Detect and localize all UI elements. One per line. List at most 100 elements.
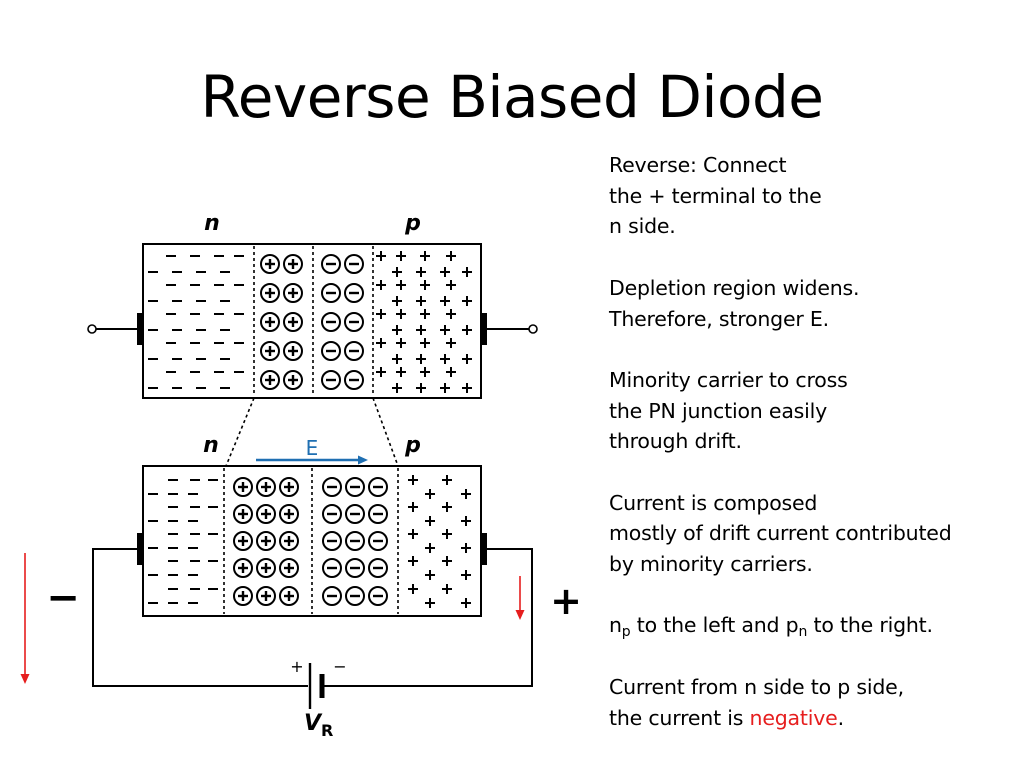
positive-ion — [256, 504, 276, 524]
ion-ring — [256, 586, 276, 606]
ion-ring — [279, 558, 299, 578]
ion-ring — [321, 370, 341, 390]
negative-ion — [321, 312, 341, 332]
top-diode-diagram — [87, 243, 538, 399]
hole — [425, 516, 435, 526]
hole — [425, 598, 435, 608]
hole — [461, 543, 471, 553]
negative-ion — [368, 531, 388, 551]
hole — [446, 280, 456, 290]
hole — [396, 309, 406, 319]
positive-ion — [279, 504, 299, 524]
note-drift-current: Current is composed mostly of drift curr… — [609, 490, 952, 577]
hole — [462, 325, 472, 335]
ion-ring — [321, 283, 341, 303]
bottom-p-label: p — [404, 433, 421, 458]
ion-ring — [368, 558, 388, 578]
hole — [425, 570, 435, 580]
hole — [376, 367, 386, 377]
hole — [461, 598, 471, 608]
negative-ion — [322, 586, 342, 606]
negative-ion — [321, 370, 341, 390]
hole — [392, 325, 402, 335]
ion-ring — [344, 370, 364, 390]
ion-ring — [279, 531, 299, 551]
hole — [396, 338, 406, 348]
hole — [440, 296, 450, 306]
hole — [446, 367, 456, 377]
battery-minus-sign: − — [333, 657, 346, 676]
hole — [442, 529, 452, 539]
hole — [408, 502, 418, 512]
positive-ion — [233, 477, 253, 497]
top-diode-body — [142, 243, 482, 399]
hole — [446, 309, 456, 319]
ion-ring — [368, 586, 388, 606]
hole — [416, 267, 426, 277]
current-arrow-right — [515, 576, 525, 620]
hole — [425, 489, 435, 499]
hole — [420, 251, 430, 261]
battery-label-main: V — [304, 711, 323, 736]
hole — [408, 529, 418, 539]
bias-circuit — [92, 548, 533, 709]
negative-ion — [322, 504, 342, 524]
hole — [440, 267, 450, 277]
positive-ion — [233, 504, 253, 524]
battery-plus-sign: + — [290, 657, 303, 676]
top-right-contact — [481, 313, 487, 345]
ion-ring — [256, 558, 276, 578]
negative-ion — [344, 370, 364, 390]
top-right-terminal — [528, 324, 538, 334]
positive-ion — [283, 312, 303, 332]
hole — [408, 584, 418, 594]
negative-ion — [345, 586, 365, 606]
hole — [461, 489, 471, 499]
explanation-notes: Reverse: Connect the + terminal to the n… — [609, 150, 1024, 733]
note-carrier-directions: np to the left and pn to the right. — [609, 613, 933, 641]
hole — [392, 383, 402, 393]
positive-terminal-sign: + — [550, 579, 582, 623]
ion-ring — [279, 477, 299, 497]
negative-ion — [322, 477, 342, 497]
ion-ring — [322, 504, 342, 524]
ion-ring — [279, 504, 299, 524]
negative-ion — [344, 341, 364, 361]
ion-ring — [344, 312, 364, 332]
hole — [462, 354, 472, 364]
ion-ring — [283, 370, 303, 390]
ion-ring — [233, 504, 253, 524]
positive-ion — [256, 531, 276, 551]
hole — [440, 325, 450, 335]
ion-ring — [345, 586, 365, 606]
current-arrow-left-head — [20, 674, 30, 684]
positive-ion — [283, 341, 303, 361]
negative-ion — [345, 558, 365, 578]
top-left-contact — [137, 313, 143, 345]
hole — [392, 267, 402, 277]
ion-ring — [322, 558, 342, 578]
negative-ion — [322, 558, 342, 578]
bottom-left-contact — [137, 533, 143, 565]
ion-ring — [256, 531, 276, 551]
slide-title: Reverse Biased Diode — [200, 63, 824, 131]
note-minority-carriers: Minority carrier to cross the PN junctio… — [609, 367, 848, 454]
positive-ion — [256, 477, 276, 497]
positive-ion — [279, 477, 299, 497]
positive-ion — [283, 283, 303, 303]
ion-ring — [260, 312, 280, 332]
ion-ring — [322, 477, 342, 497]
hole — [376, 309, 386, 319]
negative-ion — [321, 341, 341, 361]
positive-ion — [279, 558, 299, 578]
electric-field-arrow-head — [358, 455, 368, 465]
ion-ring — [283, 341, 303, 361]
ion-ring — [345, 504, 365, 524]
negative-ion — [344, 283, 364, 303]
hole — [416, 383, 426, 393]
ion-ring — [345, 558, 365, 578]
top-p-label: p — [404, 211, 421, 236]
hole — [442, 502, 452, 512]
negative-ion — [345, 504, 365, 524]
